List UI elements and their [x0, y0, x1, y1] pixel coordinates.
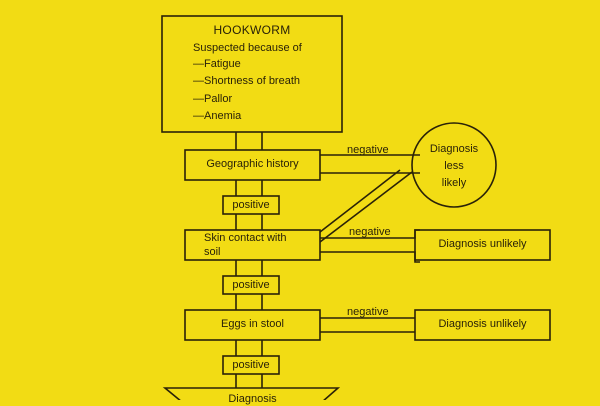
skin-contact-label-line1: Skin contact with	[204, 232, 287, 244]
less-likely-line1: Diagnosis	[429, 143, 479, 155]
negative-label-2: negative	[349, 226, 391, 238]
geographic-box	[184, 149, 321, 181]
symptom-fatigue: —Fatigue	[193, 58, 241, 70]
less-likely-line2: less	[444, 160, 464, 172]
eggs-box	[184, 309, 321, 341]
positive-label-2: positive	[232, 279, 270, 291]
negative-label-1: negative	[347, 144, 389, 156]
positive-box-1	[222, 195, 280, 215]
positive-box-2	[222, 275, 280, 295]
positive-label-3: positive	[232, 359, 270, 371]
geographic-history-label: Geographic history	[206, 158, 299, 170]
unlikely-box-1	[414, 229, 551, 261]
hookworm-title: HOOKWORM	[213, 23, 291, 37]
less-likely-line3: likely	[441, 177, 467, 189]
diagonal-connector	[319, 171, 413, 243]
less-likely-circle	[411, 122, 497, 208]
negative-connector-2	[320, 251, 420, 263]
positive-label-1: positive	[232, 199, 270, 211]
symptom-anemia: —Anemia	[193, 110, 242, 122]
final-diagnosis-box	[162, 387, 341, 400]
diagonal-connector	[319, 169, 401, 233]
unlikely-label-2: Diagnosis unlikely	[438, 318, 527, 330]
skin-contact-label-line2: soil	[204, 246, 221, 258]
symptom-shortness-of-breath: —Shortness of breath	[193, 75, 301, 87]
hookworm-box	[161, 15, 343, 133]
eggs-in-stool-label: Eggs in stool	[221, 318, 284, 330]
symptom-pallor: —Pallor	[193, 93, 233, 105]
skin-contact-box	[184, 229, 321, 261]
suspected-subtitle: Suspected because of	[193, 42, 302, 54]
unlikely-label-1: Diagnosis unlikely	[438, 238, 527, 250]
negative-label-3: negative	[347, 306, 389, 318]
positive-box-3	[222, 355, 280, 375]
unlikely-box-2	[414, 309, 551, 341]
